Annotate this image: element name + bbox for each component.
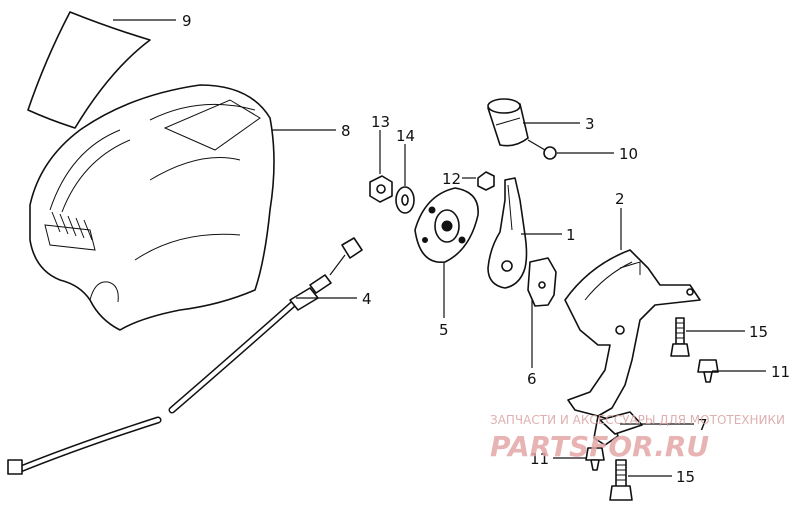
callout-6: 6 bbox=[527, 370, 537, 388]
callout-11-right: 11 bbox=[771, 363, 790, 381]
part-10-screw bbox=[527, 139, 557, 160]
callout-11-lower: 11 bbox=[530, 450, 549, 468]
part-11-screw-lower bbox=[585, 447, 605, 471]
callout-13: 13 bbox=[371, 113, 390, 131]
part-12-nut bbox=[477, 171, 495, 191]
part-3-cap bbox=[487, 98, 529, 147]
callout-3: 3 bbox=[585, 115, 595, 133]
callout-4: 4 bbox=[362, 290, 372, 308]
callout-10: 10 bbox=[619, 145, 638, 163]
watermark-logo: PARTSFOR.RU bbox=[490, 430, 709, 463]
part-5-pulley bbox=[414, 187, 479, 263]
part-8-cover bbox=[29, 84, 275, 331]
callout-12: 12 bbox=[442, 170, 461, 188]
callout-15-upper: 15 bbox=[749, 323, 768, 341]
part-4-cable bbox=[7, 237, 363, 475]
callout-2: 2 bbox=[615, 190, 625, 208]
callout-5: 5 bbox=[439, 321, 449, 339]
watermark-tagline: ЗАПЧАСТИ И АКСЕССУАРЫ ДЛЯ МОТОТЕХНИКИ bbox=[490, 413, 785, 427]
callout-9: 9 bbox=[182, 12, 192, 30]
part-15-bolt-upper bbox=[670, 317, 690, 357]
part-6-bracket bbox=[527, 257, 557, 307]
part-7-plate bbox=[599, 411, 643, 435]
callout-8: 8 bbox=[341, 122, 351, 140]
watermark: ЗАПЧАСТИ И АКСЕССУАРЫ ДЛЯ МОТОТЕХНИКИ PA… bbox=[490, 413, 785, 463]
part-13-nut bbox=[369, 175, 393, 203]
callout-14: 14 bbox=[396, 127, 415, 145]
leader-lines bbox=[113, 19, 766, 477]
part-11-screw-right bbox=[697, 359, 719, 383]
callout-labels: 9 8 13 14 12 3 10 1 2 4 5 6 15 11 7 11 1… bbox=[182, 12, 790, 486]
part-1-lever bbox=[487, 177, 528, 289]
part-15-bolt-lower bbox=[609, 459, 633, 501]
callout-15-lower: 15 bbox=[676, 468, 695, 486]
callout-1: 1 bbox=[566, 226, 576, 244]
part-9-sticker bbox=[27, 11, 151, 129]
callout-7: 7 bbox=[698, 416, 708, 434]
part-14-washer bbox=[395, 186, 415, 214]
